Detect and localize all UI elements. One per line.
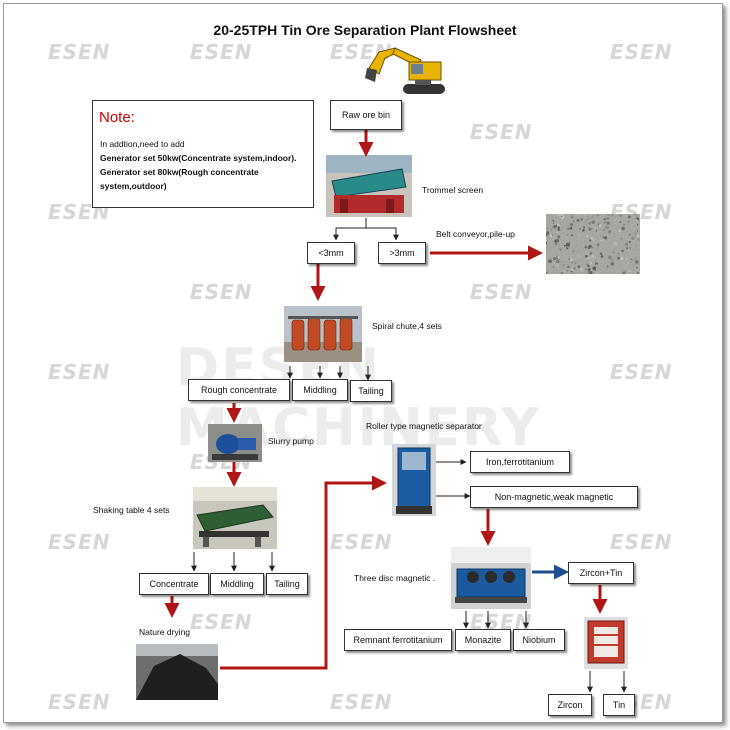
over-3mm-box: >3mm bbox=[378, 242, 426, 264]
tailing-box-1: Tailing bbox=[350, 380, 392, 402]
trommel-screen-label: Trommel screen bbox=[422, 185, 483, 195]
nature-drying-label: Nature drying bbox=[139, 627, 190, 637]
spiral-chute-label: Spiral chute,4 sets bbox=[372, 321, 442, 331]
rough-concentrate-box: Rough concentrate bbox=[188, 379, 290, 401]
belt-conveyor-label: Belt conveyor,pile-up bbox=[436, 229, 515, 239]
remnant-ferrotitanium-box: Remnant ferrotitanium bbox=[344, 629, 452, 651]
iron-ferrotitanium-box: Iron,ferrotitanium bbox=[470, 451, 570, 473]
concentrate-box: Concentrate bbox=[139, 573, 209, 595]
non-magnetic-box: Non-magnetic,weak magnetic bbox=[470, 486, 638, 508]
three-disc-label: Three disc magnetic . bbox=[354, 573, 435, 583]
slurry-pump-label: Slurry pump bbox=[268, 436, 314, 446]
zircon-tin-box: Zircon+Tin bbox=[568, 562, 634, 584]
middling-box-1: Middling bbox=[292, 379, 348, 401]
under-3mm-box: <3mm bbox=[307, 242, 355, 264]
shaking-table-label: Shaking table 4 sets bbox=[93, 505, 170, 515]
roller-magnetic-label: Roller type magnetic separator bbox=[366, 421, 482, 431]
monazite-box: Monazite bbox=[455, 629, 511, 651]
zircon-box: Zircon bbox=[548, 694, 592, 716]
niobium-box: Niobium bbox=[513, 629, 565, 651]
middling-box-2: Middling bbox=[210, 573, 264, 595]
tailing-box-2: Tailing bbox=[266, 573, 308, 595]
tin-box: Tin bbox=[603, 694, 635, 716]
raw-ore-bin-box: Raw ore bin bbox=[330, 100, 402, 130]
